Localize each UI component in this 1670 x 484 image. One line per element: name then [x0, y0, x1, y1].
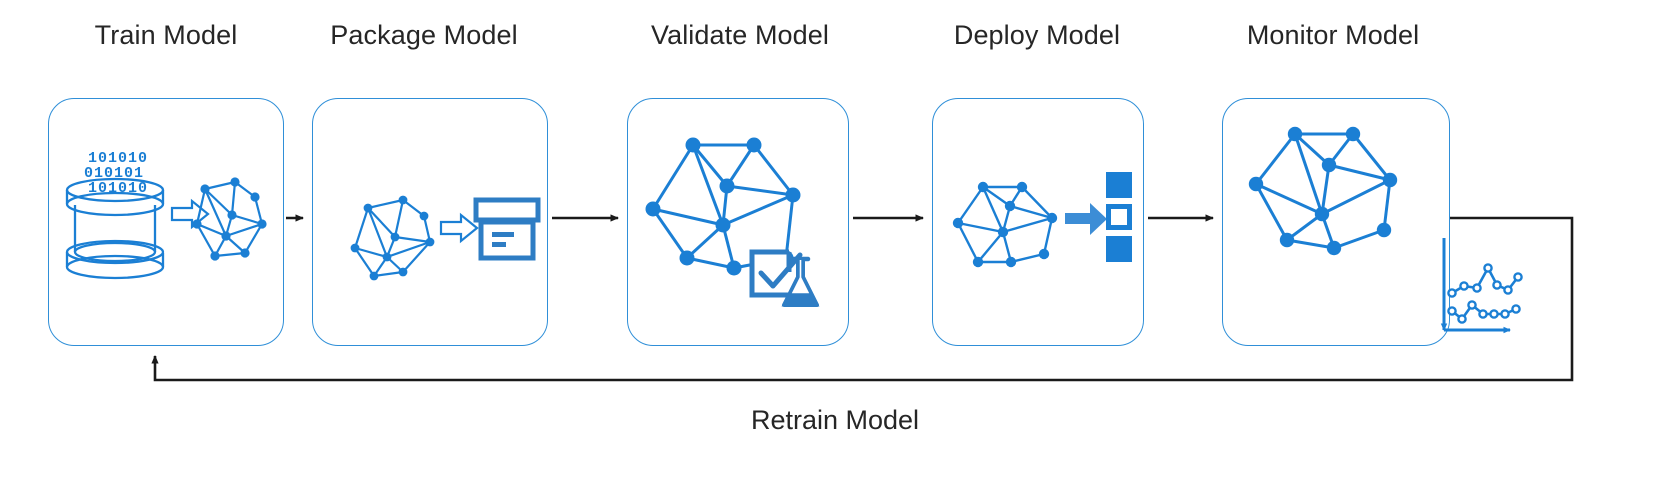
solid-arrow-icon-deploy — [1065, 203, 1107, 235]
network-graph-icon-validate — [645, 137, 801, 276]
svg-text:010101: 010101 — [84, 165, 144, 182]
line-chart-icon-monitor — [1440, 238, 1523, 334]
svg-text:101010: 101010 — [88, 150, 148, 167]
stage-title-train: Train Model — [94, 20, 238, 50]
outlined-arrow-icon-train — [170, 198, 210, 230]
network-graph-icon-monitor — [1248, 126, 1398, 256]
stage-title-deploy: Deploy Model — [953, 20, 1121, 50]
package-box-icon — [473, 197, 541, 261]
outlined-arrow-icon-package — [439, 212, 479, 244]
checklist-check-icon — [749, 249, 803, 298]
stage-title-validate: Validate Model — [650, 20, 829, 50]
database-cylinder-icon — [65, 177, 165, 280]
stage-box-monitor-model[interactable] — [1222, 98, 1450, 346]
stage-box-train-model[interactable] — [48, 98, 284, 346]
network-graph-icon-package — [350, 195, 435, 281]
flask-beaker-icon — [781, 256, 820, 307]
network-graph-icon-train — [192, 177, 267, 261]
stacked-squares-icon — [1106, 172, 1132, 262]
retrain-loop-label: Retrain Model — [750, 405, 920, 435]
stage-title-monitor: Monitor Model — [1246, 20, 1420, 50]
binary-digits-icon: 101010 010101 101010 — [84, 150, 148, 197]
stage-title-package: Package Model — [330, 20, 518, 50]
feedback-loop-retrain — [151, 216, 1574, 382]
network-graph-icon-deploy — [952, 181, 1058, 268]
